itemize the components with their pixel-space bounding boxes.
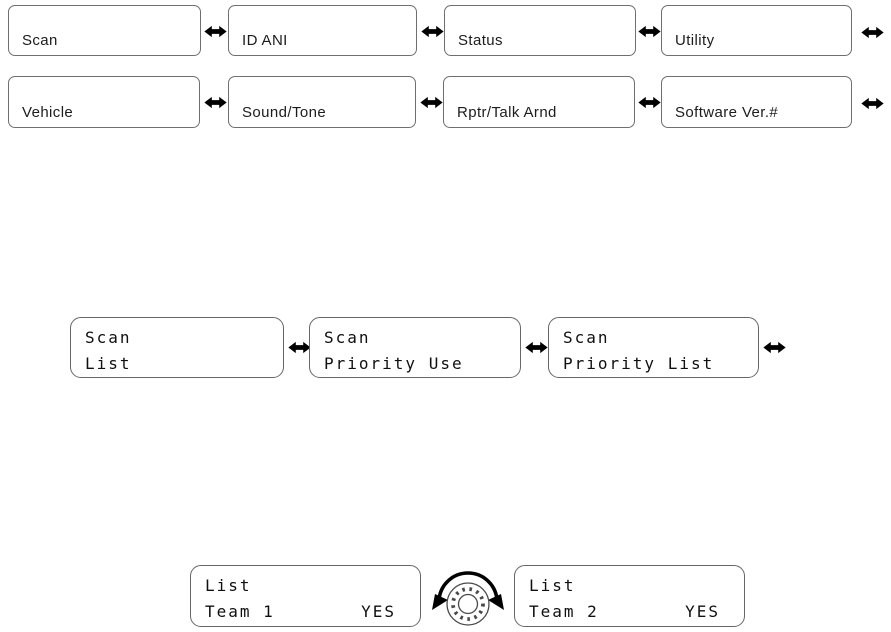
left-right-arrow-icon [420, 96, 443, 109]
display-list-team-1: List Team 1 YES [190, 565, 421, 627]
display-line2: Team 2 YES [529, 599, 730, 625]
display-line2: List [85, 354, 132, 373]
left-right-arrow-icon [288, 341, 311, 354]
menu-box-software-ver: Software Ver.# [661, 76, 852, 128]
menu-label-id-ani: ID ANI [242, 32, 288, 49]
menu-box-rptr-talk-arnd: Rptr/Talk Arnd [443, 76, 635, 128]
menu-label-vehicle: Vehicle [22, 104, 74, 121]
left-right-arrow-icon [204, 25, 227, 38]
display-line1: Scan [324, 328, 371, 347]
menu-label-software-ver: Software Ver.# [675, 104, 779, 121]
left-right-arrow-icon [421, 25, 444, 38]
display-line2: Team 1 YES [205, 599, 406, 625]
menu-label-sound-tone: Sound/Tone [242, 104, 327, 121]
menu-label-utility: Utility [675, 32, 715, 49]
menu-label-rptr-talk-arnd: Rptr/Talk Arnd [457, 104, 557, 121]
menu-box-id-ani: ID ANI [228, 5, 417, 56]
display-line1: List [529, 576, 576, 595]
left-right-arrow-icon [861, 26, 884, 39]
left-right-arrow-icon [525, 341, 548, 354]
display-line2: Priority List [563, 354, 715, 373]
menu-box-status: Status [444, 5, 636, 56]
display-line1: Scan [85, 328, 132, 347]
left-right-arrow-icon [204, 96, 227, 109]
display-scan-priority-use: Scan Priority Use [309, 317, 521, 378]
menu-box-utility: Utility [661, 5, 852, 56]
display-list-team-2: List Team 2 YES [514, 565, 745, 627]
team-label: Team 1 [205, 602, 275, 621]
team-label: Team 2 [529, 602, 599, 621]
left-right-arrow-icon [861, 97, 884, 110]
team-value: YES [685, 602, 720, 621]
display-line1: Scan [563, 328, 610, 347]
menu-box-vehicle: Vehicle [8, 76, 200, 128]
display-scan-list: Scan List [70, 317, 284, 378]
display-line1: List [205, 576, 252, 595]
display-scan-priority-list: Scan Priority List [548, 317, 759, 378]
menu-label-scan: Scan [22, 32, 58, 49]
rotary-knob-icon [432, 571, 504, 626]
team-value: YES [361, 602, 396, 621]
menu-label-status: Status [458, 32, 503, 49]
left-right-arrow-icon [638, 25, 661, 38]
left-right-arrow-icon [763, 341, 786, 354]
menu-box-sound-tone: Sound/Tone [228, 76, 416, 128]
left-right-arrow-icon [638, 96, 661, 109]
display-line2: Priority Use [324, 354, 464, 373]
menu-box-scan: Scan [8, 5, 201, 56]
